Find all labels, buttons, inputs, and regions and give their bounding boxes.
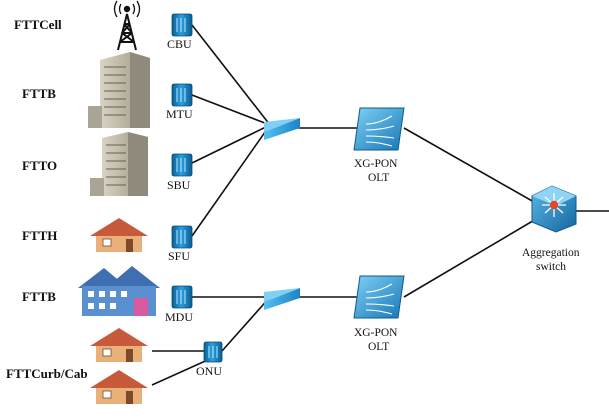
sbu-device-icon xyxy=(171,153,193,177)
row-label-fttcell: FTTCell xyxy=(14,17,62,32)
mdu-device-icon xyxy=(171,285,193,309)
row-label-ftth: FTTH xyxy=(22,228,57,243)
onu-device-icon xyxy=(203,341,223,363)
olt-icon xyxy=(353,275,405,319)
row-label-fttb-apartment: FTTB xyxy=(22,289,56,304)
sfu-device-icon xyxy=(171,225,193,249)
mtu-device-icon xyxy=(171,83,193,107)
office-building-icon xyxy=(90,132,148,196)
device-label-mtu: MTU xyxy=(166,107,193,121)
link-mtu-splitter xyxy=(191,94,271,126)
olt-top-label-line1: XG-PON xyxy=(354,158,398,170)
link-olt-top-switch xyxy=(403,127,549,211)
aggregation-label-line1: Aggregation xyxy=(522,247,580,259)
link-house2-onu xyxy=(151,357,213,386)
device-label-sbu: SBU xyxy=(167,178,191,192)
access-type-labels: FTTCell FTTB FTTO FTTH FTTB FTTCurb/Cab xyxy=(6,17,88,381)
cbu-device-icon xyxy=(171,13,193,37)
device-label-onu: ONU xyxy=(196,364,222,378)
house-icon xyxy=(90,328,148,362)
link-onu-splitter xyxy=(221,296,271,352)
olt-bottom-label-line2: OLT xyxy=(368,341,389,353)
aggregation-switch-icon xyxy=(531,185,577,233)
house-icon xyxy=(90,370,148,404)
row-label-fttb-office: FTTB xyxy=(22,86,56,101)
olt-icon xyxy=(353,107,405,151)
row-label-fttcurb-cab: FTTCurb/Cab xyxy=(6,366,88,381)
aggregation-label-line2: switch xyxy=(536,261,566,273)
splitter-icon xyxy=(264,288,300,310)
link-cbu-splitter xyxy=(191,24,271,126)
office-building-icon xyxy=(88,52,150,128)
house-icon xyxy=(90,218,148,252)
device-label-sfu: SFU xyxy=(168,249,190,263)
link-sbu-splitter xyxy=(191,124,271,164)
device-label-mdu: MDU xyxy=(165,310,193,324)
link-olt-bottom-switch xyxy=(403,211,549,298)
olt-bottom-label-line1: XG-PON xyxy=(354,327,398,339)
link-sfu-splitter xyxy=(191,124,271,237)
cell-tower-icon xyxy=(113,0,141,51)
olt-top-label-line2: OLT xyxy=(368,172,389,184)
device-label-cbu: CBU xyxy=(167,37,192,51)
apartment-building-icon xyxy=(78,266,160,316)
splitter-icon xyxy=(264,118,300,140)
row-label-ftto: FTTO xyxy=(22,158,57,173)
